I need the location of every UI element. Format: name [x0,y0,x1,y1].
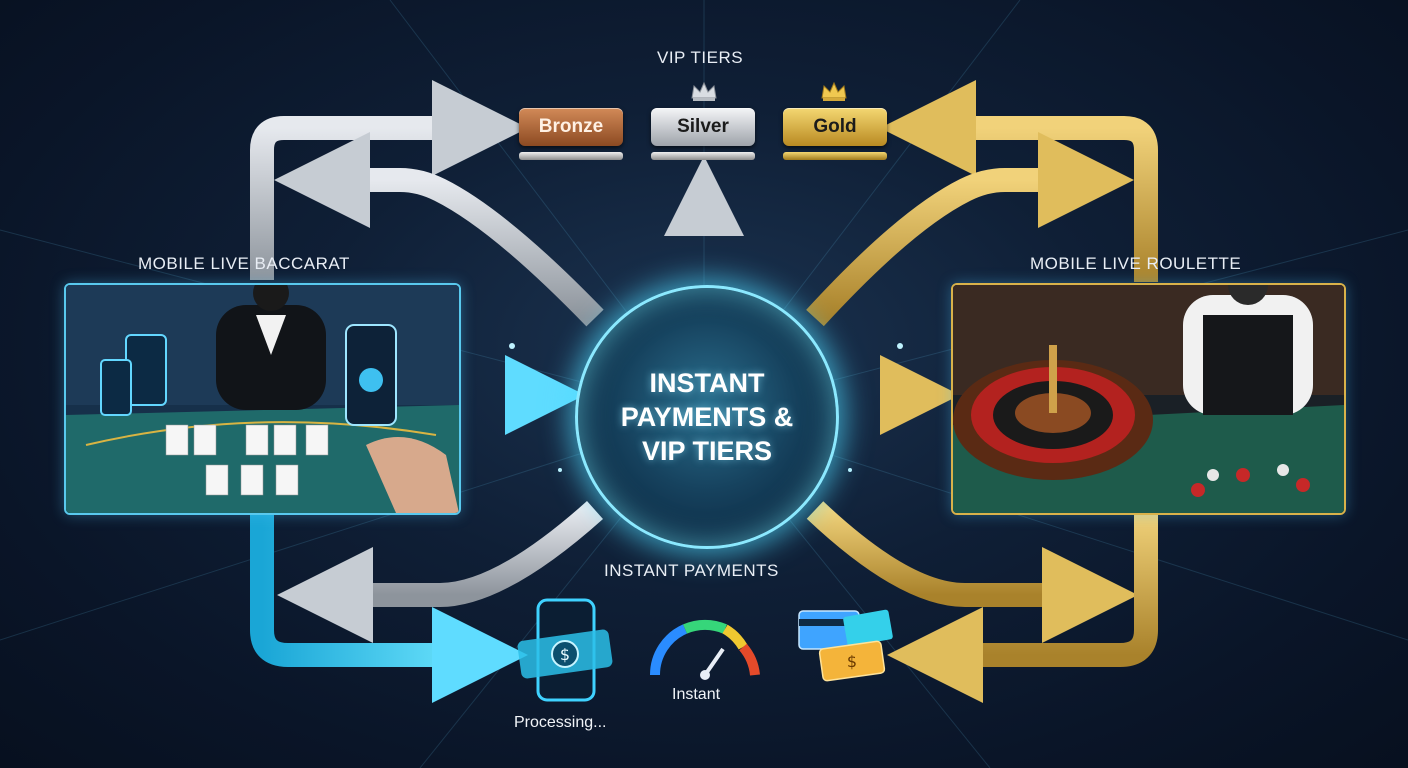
roulette-title: MOBILE LIVE ROULETTE [1030,254,1242,273]
instant-caption: Instant [672,686,721,703]
speedometer-icon[interactable] [645,605,765,685]
gold-arrow-from-hub [806,132,1134,327]
svg-text:$: $ [560,645,570,664]
baccarat-title: MOBILE LIVE BACCARAT [138,254,350,273]
baccarat-image[interactable] [64,283,461,515]
gold-arrow-bottom-out [806,501,1138,643]
svg-text:$: $ [847,652,857,671]
tier-gold-base [783,152,887,160]
silver-crown-icon [691,81,717,101]
tier-bronze[interactable]: Bronze [519,108,623,146]
central-hub[interactable]: INSTANT PAYMENTS & VIP TIERS [575,285,839,549]
gold-arrow-to-tiers [880,80,1158,282]
tier-bronze-base [519,152,623,160]
roulette-illustration [953,285,1344,513]
gold-crown-icon [821,81,847,101]
payments-title: INSTANT PAYMENTS [604,561,779,580]
cyan-arrow-to-payments [250,512,528,703]
mobile-payment-icon[interactable]: $ [505,597,625,707]
silver-arrow-bottom [277,501,604,643]
tier-silver-base [651,152,755,160]
tier-silver[interactable]: Silver [651,108,755,146]
processing-caption: Processing... [514,714,607,731]
baccarat-illustration [66,285,459,513]
silver-arrow-from-hub [274,132,604,327]
silver-arrow-to-tiers [250,80,528,280]
gold-arrow-to-payments [887,512,1158,703]
vip-tiers-title: VIP TIERS [657,48,744,67]
roulette-image[interactable] [951,283,1346,515]
tier-gold[interactable]: Gold [783,108,887,146]
card-cash-icon[interactable]: $ [785,605,905,685]
hub-title: INSTANT PAYMENTS & VIP TIERS [620,368,794,466]
